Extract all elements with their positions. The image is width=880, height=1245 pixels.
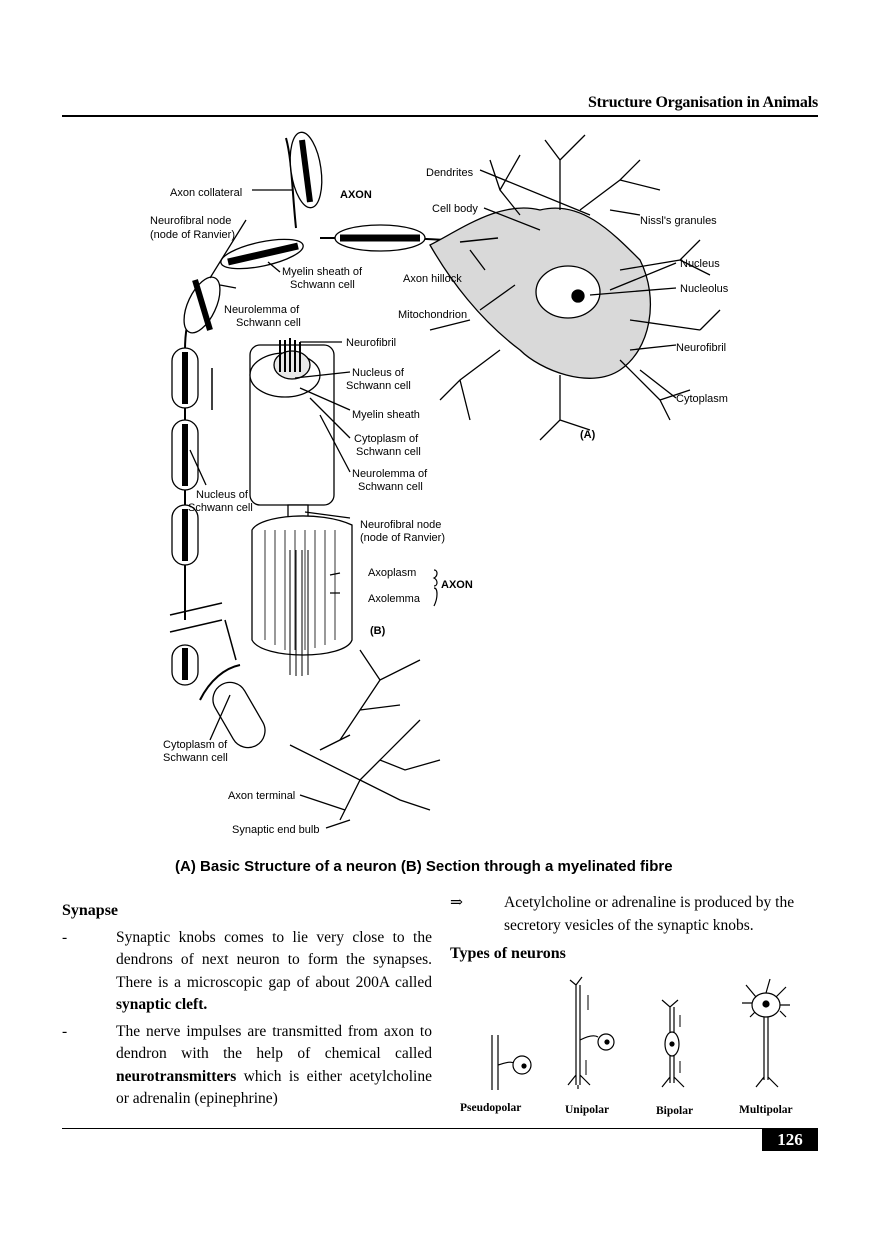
label-neurolemma-b1: Neurolemma of	[352, 468, 428, 480]
label-node-2: (node of Ranvier)	[150, 229, 235, 241]
right-column: ⇒ Acetylcholine or adrenaline is produce…	[450, 892, 820, 966]
label-neurofibril-right: Neurofibril	[676, 342, 726, 354]
page-header-title: Structure Organisation in Animals	[587, 94, 818, 111]
label-nucleus-left-2: Schwann cell	[188, 502, 253, 514]
label-mitochondrion: Mitochondrion	[398, 309, 467, 321]
label-cyto-bottom-1: Cytoplasm of	[163, 739, 228, 751]
synapse-bullet-1: - Synaptic knobs comes to lie very close…	[62, 927, 432, 1017]
label-nucleolus: Nucleolus	[680, 283, 729, 295]
type-pseudopolar-label: Pseudopolar	[460, 1102, 522, 1114]
bullet-dash: -	[62, 1022, 68, 1040]
label-myelin-sheath-b: Myelin sheath	[352, 409, 420, 421]
synapse-heading: Synapse	[62, 902, 119, 919]
acetylcholine-note: ⇒ Acetylcholine or adrenaline is produce…	[450, 892, 820, 937]
types-of-neurons-heading: Types of neurons	[450, 945, 566, 962]
synaptic-cleft-term: synaptic cleft.	[116, 996, 208, 1013]
neuron-types-figure: Pseudopolar Unipolar Bipolar Multipolar	[450, 965, 820, 1125]
label-node-b1: Neurofibral node	[360, 519, 441, 531]
label-cytoplasm: Cytoplasm	[676, 393, 728, 405]
label-b: (B)	[370, 625, 386, 637]
bullet-2-post: which is either acetylcholine or adrenal…	[116, 1067, 432, 1108]
bullet-1-text: Synaptic knobs comes to lie very close t…	[116, 927, 432, 1017]
type-multipolar-label: Multipolar	[739, 1104, 793, 1116]
label-synaptic-end-bulb: Synaptic end bulb	[232, 824, 319, 836]
label-neurolemma-b2: Schwann cell	[358, 481, 423, 493]
bullet-2-text: The nerve impulses are transmitted from …	[116, 1021, 432, 1111]
label-myelin-1: Myelin sheath of	[282, 266, 363, 278]
neuron-types-diagram	[491, 976, 790, 1090]
label-axoplasm: Axoplasm	[368, 567, 416, 579]
label-myelin-2: Schwann cell	[290, 279, 355, 291]
synapse-section: Synapse - Synaptic knobs comes to lie ve…	[62, 900, 432, 1115]
label-nucleus: Nucleus	[680, 258, 720, 270]
label-neurolemma-1: Neurolemma of	[224, 304, 300, 316]
label-axon-terminal: Axon terminal	[228, 790, 295, 802]
figure-caption: (A) Basic Structure of a neuron (B) Sect…	[175, 858, 673, 875]
synapse-bullet-2: - The nerve impulses are transmitted fro…	[62, 1021, 432, 1111]
neurotransmitters-term: neurotransmitters	[116, 1067, 237, 1085]
acetylcholine-text: Acetylcholine or adrenaline is produced …	[504, 894, 795, 934]
bullet-2-pre: The nerve impulses are transmitted from …	[116, 1022, 432, 1063]
label-neurolemma-2: Schwann cell	[236, 317, 301, 329]
label-axon-b: AXON	[441, 579, 473, 591]
label-a: (A)	[580, 429, 596, 441]
bullet-dash: -	[62, 928, 68, 946]
label-dendrites: Dendrites	[426, 167, 474, 179]
label-nucleus-schwann-2: Schwann cell	[346, 380, 411, 392]
label-cyto-bottom-2: Schwann cell	[163, 752, 228, 764]
label-node-b2: (node of Ranvier)	[360, 532, 445, 544]
label-neurofibril-b: Neurofibril	[346, 337, 396, 349]
bullet-1-body: Synaptic knobs comes to lie very close t…	[116, 928, 432, 991]
label-axolemma: Axolemma	[368, 593, 421, 605]
label-axon-hillock: Axon hillock	[403, 273, 462, 285]
page-number: 126	[762, 1129, 818, 1151]
label-node-1: Neurofibral node	[150, 215, 231, 227]
footer-rule	[62, 1128, 818, 1129]
header-rule	[62, 115, 818, 117]
label-cyto-schwann-1: Cytoplasm of	[354, 433, 419, 445]
label-nucleus-schwann-1: Nucleus of	[352, 367, 405, 379]
label-nucleus-left-1: Nucleus of	[196, 489, 249, 501]
label-cyto-schwann-2: Schwann cell	[356, 446, 421, 458]
label-axon-collateral: Axon collateral	[170, 187, 242, 199]
neuron-diagram: Axon collateral AXON Neurofibral node (n…	[150, 131, 729, 836]
label-axon-top: AXON	[340, 189, 372, 201]
label-cell-body: Cell body	[432, 203, 478, 215]
type-bipolar-label: Bipolar	[656, 1105, 694, 1117]
label-nissl: Nissl's granules	[640, 215, 717, 227]
neuron-figure: Axon collateral AXON Neurofibral node (n…	[0, 120, 880, 890]
type-unipolar-label: Unipolar	[565, 1104, 610, 1116]
implies-arrow-icon: ⇒	[450, 894, 463, 911]
